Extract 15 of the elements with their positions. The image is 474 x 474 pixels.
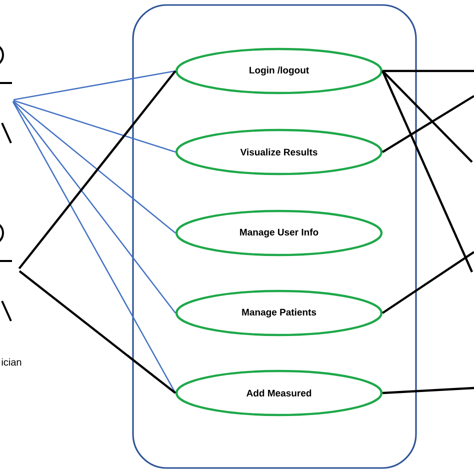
connector-line [18, 70, 176, 270]
connector-line [13, 100, 176, 153]
actor-name: ician [2, 358, 22, 366]
connector-line [12, 101, 176, 314]
connector-line [382, 95, 474, 153]
connector-line [382, 70, 474, 72]
connector-line [382, 386, 474, 394]
connector-line [12, 101, 176, 394]
connector-line [13, 100, 176, 234]
connector-line [18, 270, 176, 394]
connector-line [382, 251, 474, 314]
connector-line [382, 70, 474, 272]
connector-line [13, 70, 176, 100]
system-boundary [132, 4, 417, 469]
connector-line [382, 70, 473, 163]
